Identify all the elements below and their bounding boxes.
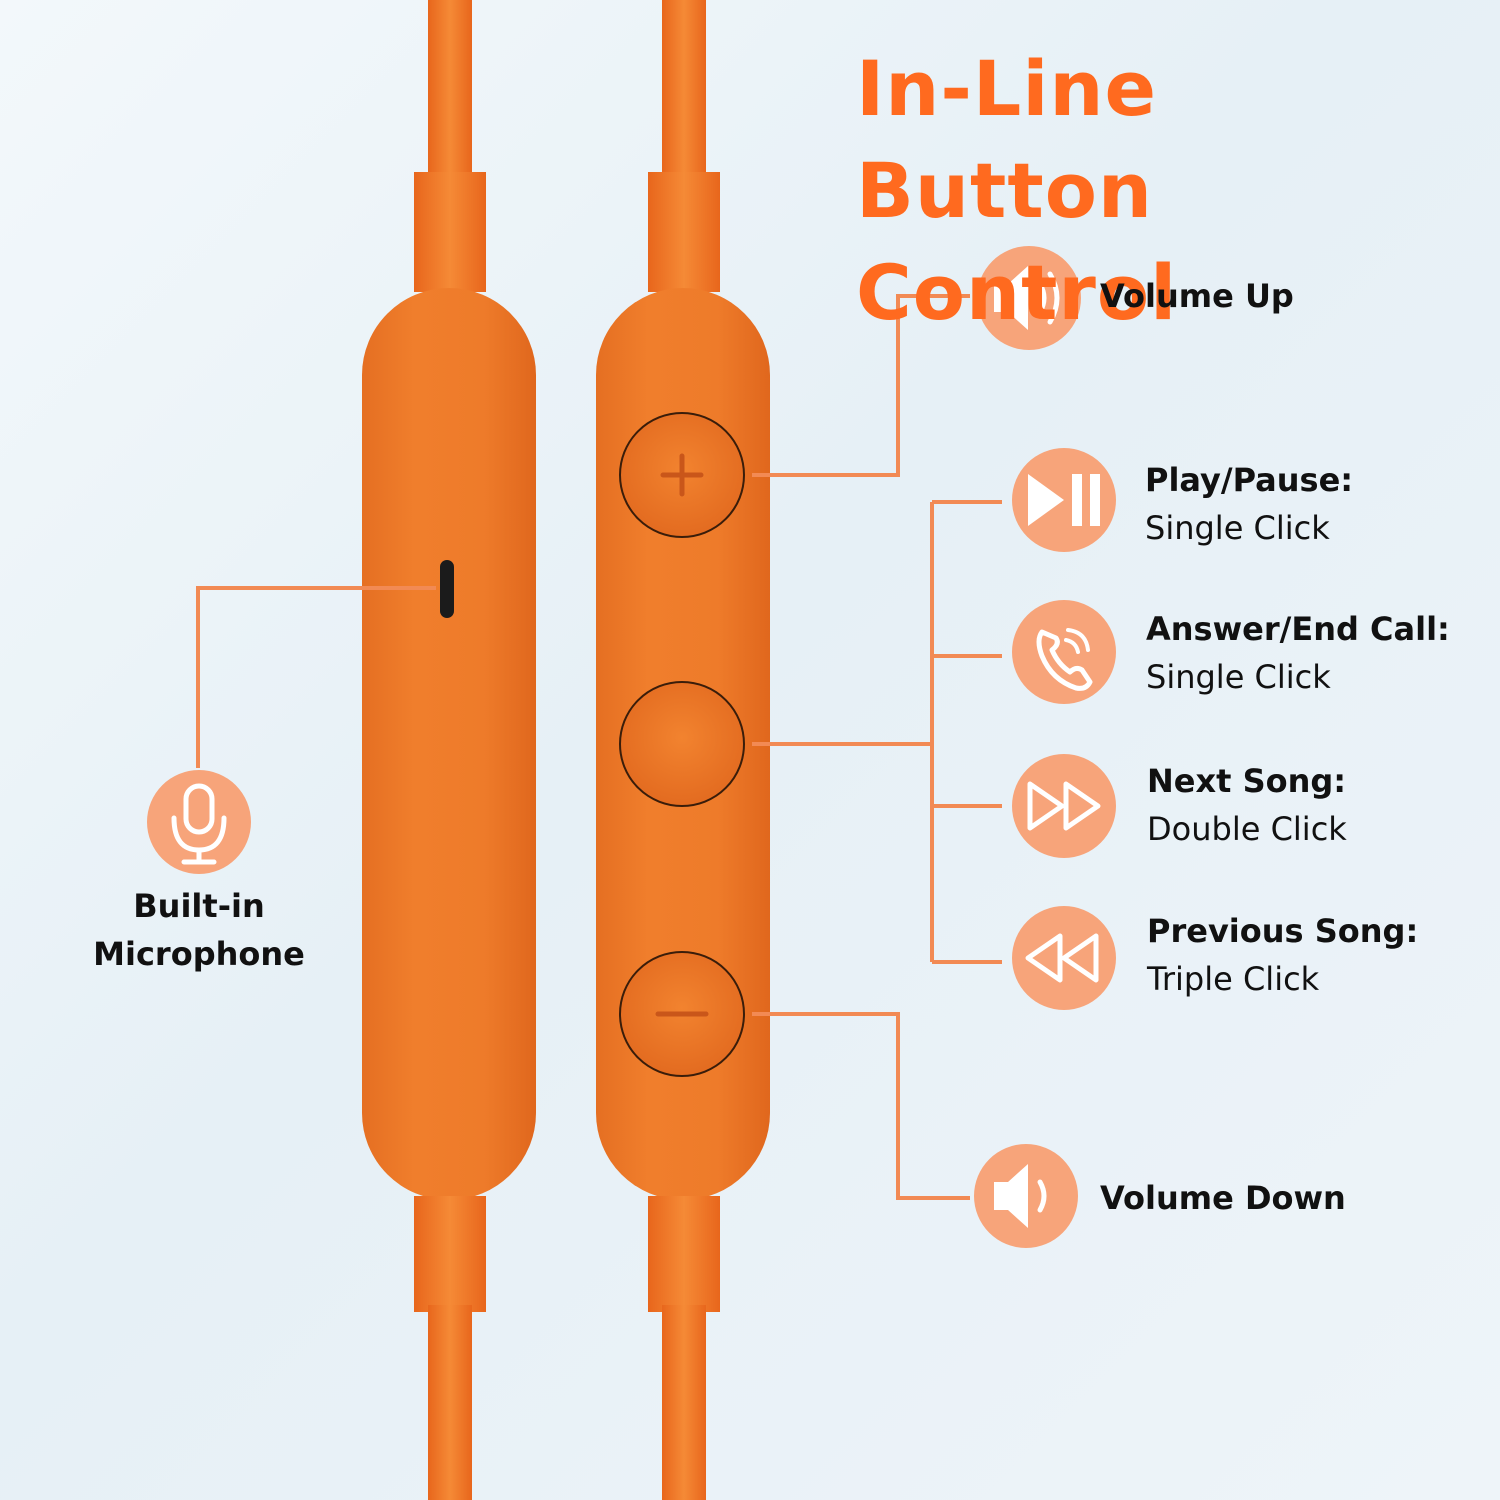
volume-down-button[interactable] xyxy=(619,951,745,1077)
feature-next-song: Next Song: Double Click xyxy=(1147,757,1347,853)
microphone-hole xyxy=(440,560,454,618)
title-line-2: Control xyxy=(856,248,1178,337)
play-pause-icon xyxy=(1012,448,1116,552)
feature-heading: Volume Down xyxy=(1100,1179,1346,1217)
feature-heading: Previous Song: xyxy=(1147,912,1419,950)
feature-heading: Answer/End Call: xyxy=(1146,610,1450,648)
volume-up-icon xyxy=(977,246,1081,350)
feature-heading: Play/Pause: xyxy=(1145,461,1354,499)
microphone-icon xyxy=(147,770,251,874)
feature-detail: Double Click xyxy=(1147,810,1347,848)
feature-detail: Single Click xyxy=(1146,658,1331,696)
fast-forward-icon xyxy=(1012,754,1116,858)
microphone-label: Built-in Microphone xyxy=(49,882,349,978)
feature-volume-down: Volume Down xyxy=(1100,1174,1346,1222)
rewind-icon xyxy=(1012,906,1116,1010)
microphone-label-line-1: Built-in xyxy=(133,887,265,925)
phone-call-icon xyxy=(1012,600,1116,704)
page-title: In-Line Button Control xyxy=(856,38,1476,344)
multifunction-button[interactable] xyxy=(619,681,745,807)
microphone-label-line-2: Microphone xyxy=(93,935,305,973)
right-remote xyxy=(596,0,770,1500)
feature-heading: Volume Up xyxy=(1100,277,1294,315)
feature-detail: Single Click xyxy=(1145,509,1330,547)
connector-lines xyxy=(196,294,1002,1200)
volume-down-icon xyxy=(974,1144,1078,1248)
feature-detail: Triple Click xyxy=(1147,960,1320,998)
plus-icon xyxy=(660,453,704,497)
feature-play-pause: Play/Pause: Single Click xyxy=(1145,456,1353,552)
title-line-1: In-Line Button xyxy=(856,44,1158,235)
feature-volume-up: Volume Up xyxy=(1100,272,1294,320)
feature-answer-end-call: Answer/End Call: Single Click xyxy=(1146,605,1450,701)
feature-previous-song: Previous Song: Triple Click xyxy=(1147,907,1418,1003)
volume-up-button[interactable] xyxy=(619,412,745,538)
left-remote xyxy=(362,0,536,1500)
feature-heading: Next Song: xyxy=(1147,762,1347,800)
